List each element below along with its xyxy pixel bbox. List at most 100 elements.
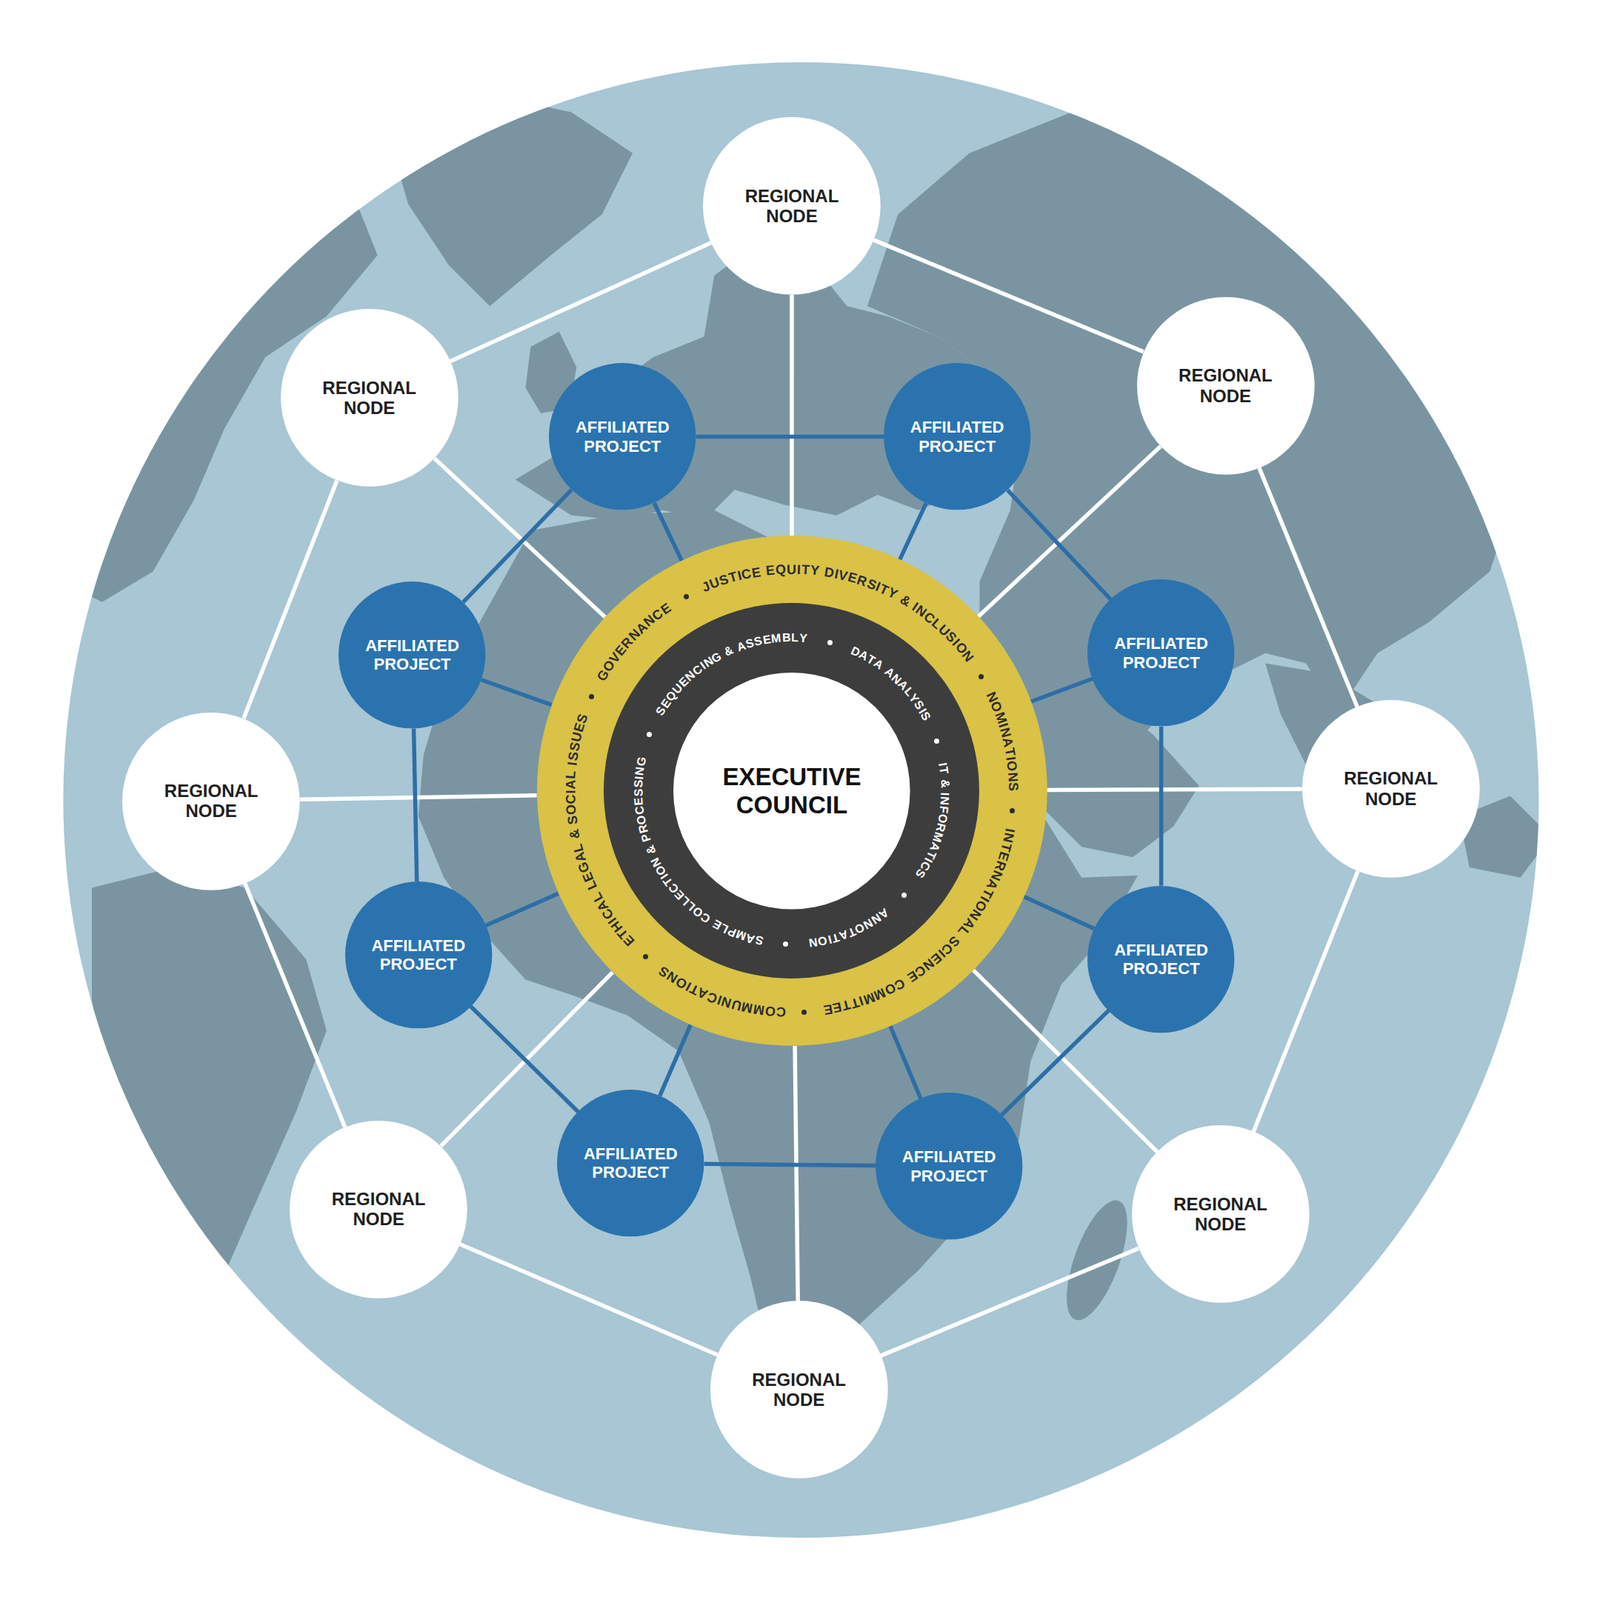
affiliated-project-label: AFFILIATED PROJECT — [1098, 634, 1225, 672]
ring-letter: M — [740, 1000, 755, 1016]
ring-letter: F — [937, 805, 951, 815]
text-stack: AFFILIATED PROJECT — [355, 936, 482, 975]
affiliated-project-label: AFFILIATED PROJECT — [894, 417, 1020, 456]
regional-node-label: REGIONAL NODE — [1164, 365, 1287, 406]
regional-node: REGIONAL NODE — [289, 1120, 468, 1299]
circle-fill — [1302, 700, 1480, 878]
ring-letter: T — [800, 562, 810, 578]
island-madagascar — [1054, 1193, 1140, 1328]
ring-letter: & — [897, 592, 913, 609]
project-link — [890, 1025, 921, 1099]
circle-fill — [710, 1300, 889, 1479]
ring-letter: O — [634, 814, 649, 826]
circle-fill — [557, 1089, 704, 1237]
ring-letter: & — [722, 644, 735, 659]
affiliated-project: AFFILIATED PROJECT — [548, 362, 696, 510]
project-link — [481, 680, 552, 706]
ring-letter: Y — [798, 631, 808, 645]
circle-fill — [883, 362, 1031, 510]
text-stack: AFFILIATED PROJECT — [567, 1144, 694, 1183]
ring-letter: G — [634, 755, 649, 767]
affiliated-project-label: AFFILIATED PROJECT — [567, 1144, 694, 1183]
bullet-dot — [901, 892, 907, 898]
project-link — [900, 502, 927, 560]
ring-letter: E — [765, 563, 776, 578]
project-link — [1031, 678, 1093, 702]
project-link — [1023, 896, 1095, 929]
ring-letter: I — [563, 789, 578, 794]
ring-letter: A — [563, 779, 578, 790]
ring-letter: T — [1002, 746, 1018, 758]
ring-letter: C — [633, 805, 646, 816]
ring-letter: & — [567, 828, 583, 840]
circle-fill — [702, 117, 881, 295]
project-link — [414, 728, 418, 883]
text-stack: AFFILIATED PROJECT — [894, 417, 1020, 456]
circle-fill — [603, 602, 980, 979]
continent-south-america — [91, 867, 327, 1389]
node-link — [789, 294, 795, 536]
ring-letter: O — [564, 803, 579, 815]
ring-letter — [939, 788, 952, 792]
ring-letter: S — [632, 780, 645, 789]
node-link — [1046, 788, 1302, 790]
regional-node-label: REGIONAL NODE — [737, 1369, 860, 1411]
affiliated-project: AFFILIATED PROJECT — [883, 362, 1031, 510]
circle-fill — [345, 881, 492, 1029]
ring-letter: S — [632, 788, 645, 798]
affiliated-project: AFFILIATED PROJECT — [1087, 579, 1235, 726]
ring-letter: N — [1005, 771, 1020, 783]
ring-letter: Q — [775, 562, 787, 578]
circle-fill — [875, 1092, 1023, 1240]
ring-letter: N — [633, 765, 646, 777]
project-link — [485, 893, 559, 926]
regional-node-label: REGIONAL NODE — [150, 780, 273, 822]
ring-letter: S — [754, 933, 765, 947]
project-link — [1007, 490, 1111, 600]
node-link — [243, 480, 338, 719]
ring-letter: L — [791, 631, 799, 644]
node-link — [450, 242, 712, 362]
affiliated-project: AFFILIATED PROJECT — [875, 1092, 1023, 1240]
text-stack: AFFILIATED PROJECT — [885, 1147, 1012, 1186]
ring-letter: I — [797, 562, 802, 577]
ring-letter: I — [565, 760, 579, 766]
bullet-dot — [683, 594, 689, 600]
ring-letter: I — [633, 775, 646, 780]
regional-node: REGIONAL NODE — [1137, 297, 1315, 475]
node-link — [1259, 468, 1358, 707]
circle-fill — [338, 581, 486, 729]
ring-letter: S — [565, 814, 580, 826]
node-link — [874, 240, 1144, 352]
project-link — [695, 434, 883, 440]
ring-letter: E — [761, 633, 772, 647]
project-link — [703, 1163, 875, 1166]
project-link — [654, 502, 682, 561]
affiliated-project-label: AFFILIATED PROJECT — [349, 636, 476, 675]
ring-letter: C — [776, 1005, 787, 1020]
bullet-dot — [978, 674, 984, 680]
node-link — [300, 795, 538, 800]
ring-letter: L — [563, 769, 578, 779]
ring-letter: E — [822, 1002, 834, 1018]
bullet-dot — [782, 941, 789, 947]
ring-letter: & — [643, 843, 658, 857]
text-stack: REGIONAL NODE — [1329, 768, 1452, 809]
node-link — [245, 882, 346, 1127]
affiliated-project-label: AFFILIATED PROJECT — [355, 936, 482, 975]
committee-ring: GOVERNANCEJUSTICE EQUITY DIVERSITY & INC… — [537, 535, 1048, 1046]
ring-letter — [938, 774, 951, 780]
text-stack: REGIONAL NODE — [730, 185, 853, 227]
ring-letter: & — [938, 778, 952, 788]
ring-letter: O — [764, 1003, 777, 1018]
regional-node: REGIONAL NODE — [1131, 1125, 1310, 1303]
ring-letter: E — [751, 565, 763, 580]
ring-letter: T — [937, 766, 950, 776]
text-stack: REGIONAL NODE — [737, 1369, 860, 1411]
regional-node: REGIONAL NODE — [1302, 700, 1480, 878]
regional-node-label: REGIONAL NODE — [308, 377, 431, 419]
ring-letter: B — [781, 631, 791, 644]
text-stack: AFFILIATED PROJECT — [1098, 940, 1225, 979]
text-stack: REGIONAL NODE — [1164, 365, 1287, 406]
